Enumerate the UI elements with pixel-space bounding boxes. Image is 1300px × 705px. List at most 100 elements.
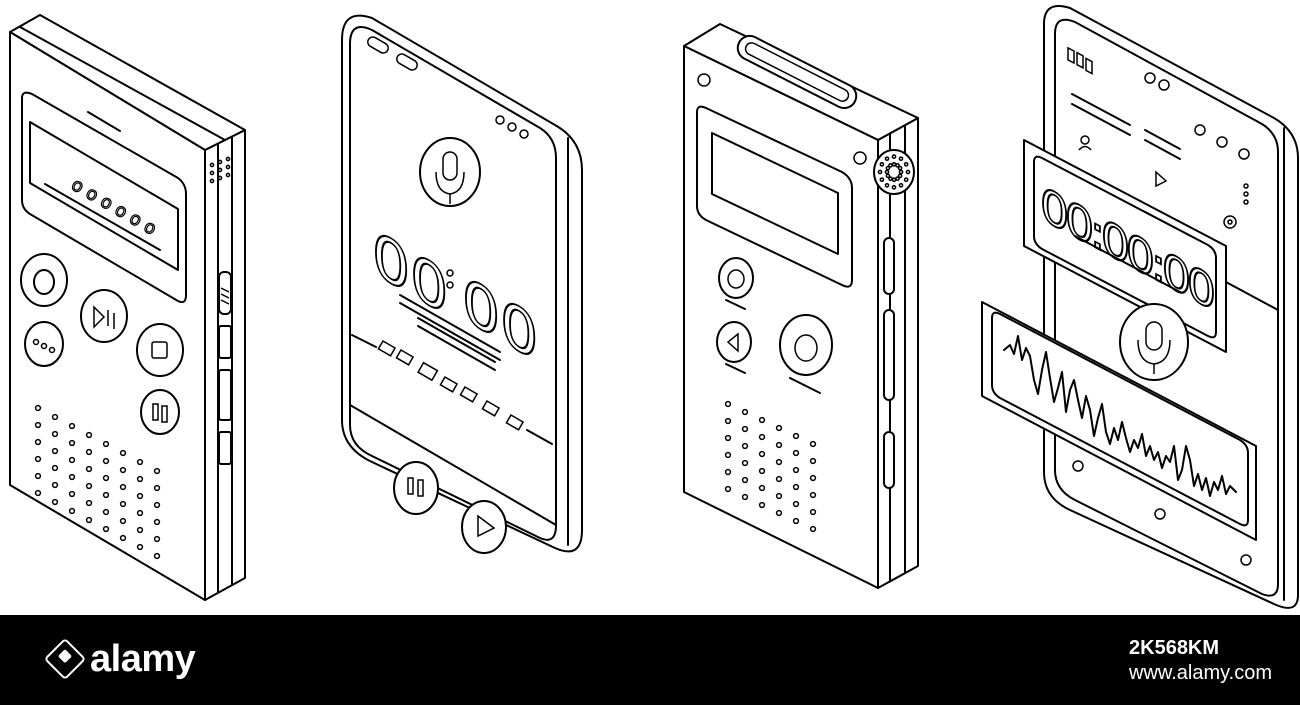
grille-dot <box>226 165 229 168</box>
grille-dot <box>777 477 782 482</box>
grille-dot <box>794 434 799 439</box>
pause-icon <box>153 404 167 422</box>
brand-name: alamy <box>90 638 196 680</box>
grille-dot <box>777 443 782 448</box>
grille-dot <box>87 433 92 438</box>
grille-dot <box>53 483 58 488</box>
grille-dot <box>777 460 782 465</box>
grille-dot <box>726 419 731 424</box>
side-slider[interactable] <box>219 272 231 314</box>
grille-dot <box>104 476 109 481</box>
grille-dot <box>743 461 748 466</box>
grille-dot <box>905 178 908 181</box>
pause-icon <box>408 478 423 496</box>
image-id: 2K568KM <box>1129 637 1220 659</box>
side-switch[interactable] <box>219 370 231 420</box>
grille-dot <box>121 468 126 473</box>
grille-dot <box>70 475 75 480</box>
grille-dot <box>53 500 58 505</box>
grille-dot <box>892 186 895 189</box>
record-button[interactable] <box>21 254 67 306</box>
mic-button[interactable] <box>1120 304 1188 380</box>
gear-icon[interactable] <box>1224 216 1236 228</box>
grille-dot <box>885 170 888 173</box>
speaker-grille <box>36 406 160 559</box>
grille-dot <box>104 459 109 464</box>
device-voice-recorder-classic: o o o o o o <box>10 15 245 600</box>
grille-dot <box>892 155 895 158</box>
microphone-grille <box>874 150 914 194</box>
grille-dot <box>777 511 782 516</box>
play-button[interactable] <box>462 501 506 553</box>
grille-dot <box>760 469 765 474</box>
grille-dot <box>885 184 888 187</box>
grille-dot <box>811 459 816 464</box>
record-button[interactable] <box>719 258 753 309</box>
user-icon <box>1079 136 1091 150</box>
audio-waveform <box>1004 336 1236 496</box>
grille-dot <box>104 493 109 498</box>
waveform-panel <box>982 302 1256 540</box>
grille-dot <box>36 491 41 496</box>
pause-button[interactable] <box>394 462 438 514</box>
record-main-button[interactable] <box>780 315 832 393</box>
device-smartphone-recorder-waveform: 00:00:00 <box>982 6 1298 608</box>
grille-dot <box>226 173 229 176</box>
speaker-grille <box>726 402 816 532</box>
grille-dot <box>87 467 92 472</box>
play-icon <box>728 334 738 351</box>
grille-dot <box>53 449 58 454</box>
grille-dot <box>121 502 126 507</box>
play-pause-icon <box>94 307 114 329</box>
grille-dot <box>811 476 816 481</box>
grille-dot <box>886 174 889 177</box>
grille-dot <box>155 469 160 474</box>
grille-dot <box>886 167 889 170</box>
grille-dot <box>743 478 748 483</box>
grille-dot <box>794 502 799 507</box>
grille-dot <box>743 444 748 449</box>
mic-button[interactable] <box>420 138 480 206</box>
stop-button[interactable] <box>137 324 183 376</box>
grille-dot <box>898 174 901 177</box>
grille-dot <box>210 171 213 174</box>
voice-recorder-illustration: o o o o o o <box>0 0 1300 615</box>
grille-dot <box>760 418 765 423</box>
menu-dots-icon <box>34 340 55 353</box>
brand-logo: alamy <box>43 637 196 681</box>
grille-dot <box>811 510 816 515</box>
grille-dot <box>899 157 902 160</box>
grille-dot <box>226 157 229 160</box>
device-voice-recorder-compact <box>684 24 918 588</box>
grille-dot <box>777 426 782 431</box>
side-button[interactable] <box>884 432 894 488</box>
grille-dot <box>138 477 143 482</box>
grille-dot <box>36 423 41 428</box>
play-pause-button[interactable] <box>81 290 127 342</box>
grille-dot <box>70 441 75 446</box>
site-url: www.alamy.com <box>1129 662 1272 684</box>
side-port <box>219 326 231 358</box>
grille-dot <box>743 410 748 415</box>
play-button[interactable] <box>717 322 751 373</box>
menu-button[interactable] <box>25 322 63 366</box>
grille-dot <box>70 458 75 463</box>
grille-dot <box>155 486 160 491</box>
grille-dot <box>53 415 58 420</box>
side-jack <box>219 432 231 464</box>
grille-dot <box>811 493 816 498</box>
side-button[interactable] <box>884 238 894 294</box>
brand-mark-icon <box>43 637 87 681</box>
pause-button[interactable] <box>141 390 179 434</box>
grille-dot <box>87 501 92 506</box>
grille-dot <box>906 170 909 173</box>
grille-dot <box>138 494 143 499</box>
grille-dot <box>138 460 143 465</box>
grille-dot <box>726 487 731 492</box>
side-button[interactable] <box>884 310 894 400</box>
grille-dot <box>794 485 799 490</box>
grille-dot <box>726 453 731 458</box>
image-meta: 2K568KM www.alamy.com <box>1129 636 1272 686</box>
grille-dot <box>760 503 765 508</box>
grille-dot <box>743 495 748 500</box>
